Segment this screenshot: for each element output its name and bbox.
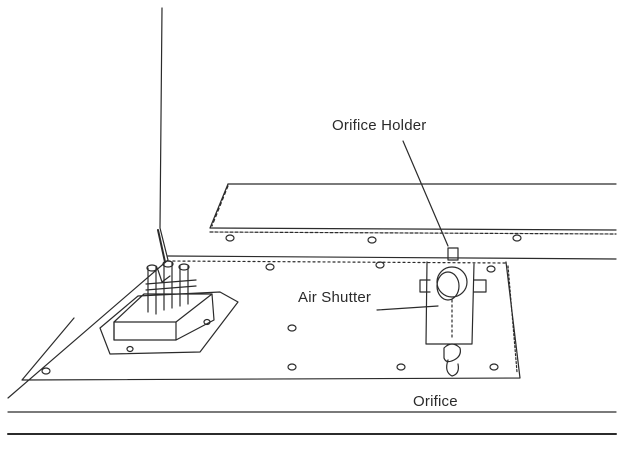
orifice-label: Orifice	[413, 393, 458, 410]
leader-air-shutter	[376, 305, 439, 311]
orifice-holder-assembly	[419, 247, 487, 377]
rear-shelf	[209, 183, 617, 235]
air-shutter-label: Air Shutter	[298, 289, 372, 306]
back-wall-edge	[7, 7, 169, 399]
floor-back-edge	[167, 255, 617, 260]
orifice-holder-label: Orifice Holder	[332, 117, 427, 134]
base-plate	[21, 261, 521, 381]
shelf-screws	[225, 234, 522, 244]
back-wall-shadow	[157, 229, 166, 263]
gas-valve-block	[99, 260, 239, 355]
plate-screws	[41, 261, 499, 375]
leader-orifice-holder	[402, 140, 449, 247]
